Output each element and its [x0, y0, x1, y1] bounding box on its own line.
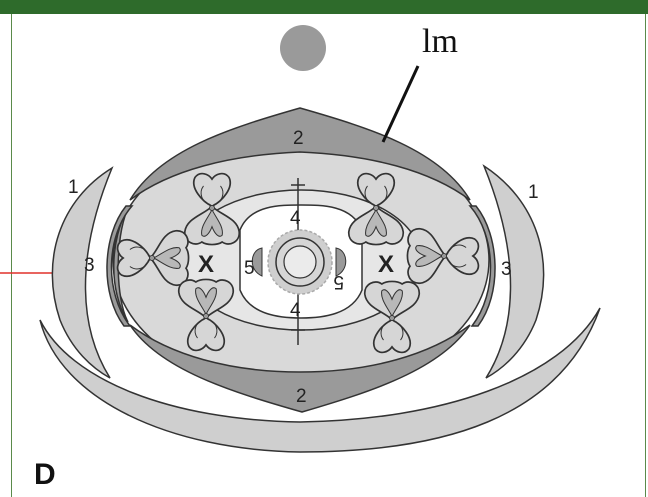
label-x-left: X [198, 251, 214, 278]
label-five-left: 5 [244, 258, 255, 279]
label-four-top: 4 [290, 208, 301, 229]
label-sepal-right: 1 [528, 182, 539, 203]
label-x-right: X [378, 251, 394, 278]
axis-circle [280, 25, 326, 71]
label-lm: lm [422, 23, 458, 60]
label-four-bottom: 4 [290, 300, 301, 321]
stigma [284, 246, 316, 278]
label-petal-left: 3 [84, 255, 95, 276]
panel-label: D [34, 458, 56, 491]
label-petal-bottom: 2 [296, 386, 307, 407]
lm-leader [383, 66, 418, 142]
label-petal-right: 3 [501, 259, 512, 280]
label-sepal-left: 1 [68, 177, 79, 198]
sepal-left [52, 168, 112, 378]
label-five-right: 5 [333, 271, 344, 292]
label-petal-top: 2 [293, 128, 304, 149]
